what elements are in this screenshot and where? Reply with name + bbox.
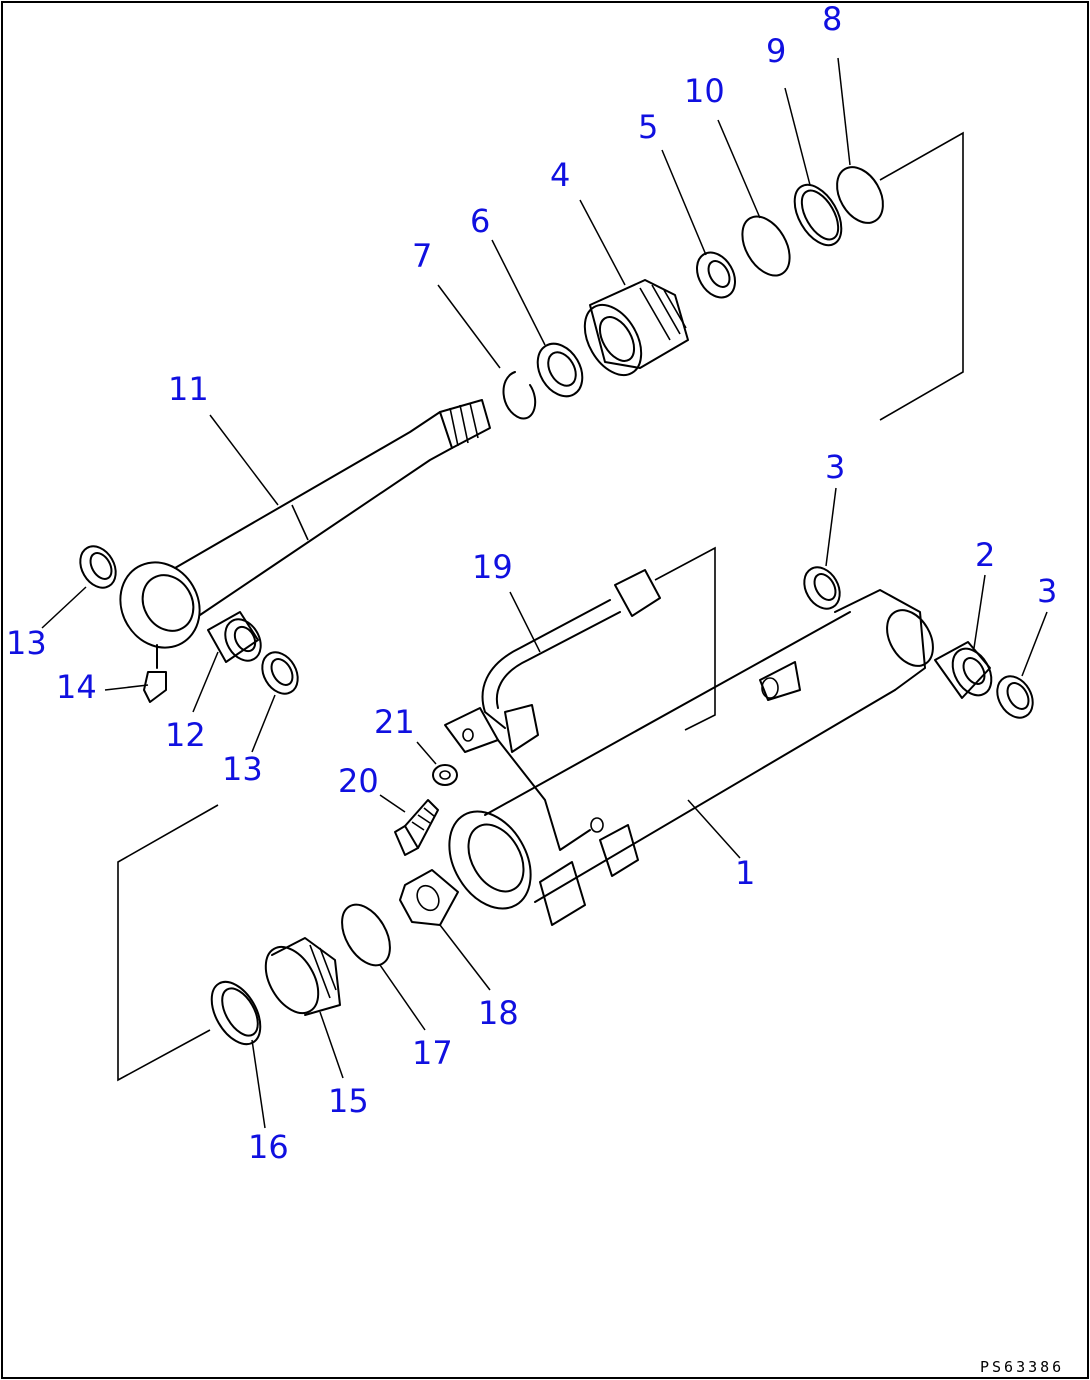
callout-20: 20 <box>338 762 379 800</box>
part-12-bushing <box>207 611 262 663</box>
callout-21: 21 <box>374 703 415 741</box>
callout-12: 12 <box>165 716 206 754</box>
callout-3a: 3 <box>825 448 845 486</box>
lower-bracket-frame <box>117 804 219 1082</box>
part-3-ring-b <box>996 675 1034 719</box>
part-2-bushing <box>934 641 993 699</box>
part-20-bolt <box>394 799 439 856</box>
part-13-ring-b <box>261 651 299 695</box>
part-13-ring-a <box>79 545 117 589</box>
part-4-piston <box>583 279 689 377</box>
callout-4: 4 <box>550 156 570 194</box>
callout-10: 10 <box>684 72 725 110</box>
callout-9: 9 <box>766 32 786 70</box>
callout-6: 6 <box>470 202 490 240</box>
part-11-piston-rod <box>119 399 491 649</box>
part-8-ring <box>836 166 884 224</box>
upper-bracket-frame <box>879 131 964 421</box>
part-7-snap-ring <box>502 371 537 420</box>
callout-19: 19 <box>472 548 513 586</box>
part-19-tube <box>444 569 661 851</box>
part-6-ring <box>536 342 584 398</box>
part-16-ring <box>210 980 262 1046</box>
callout-7: 7 <box>412 237 432 275</box>
part-14-grease-fitting <box>143 644 167 703</box>
callout-18: 18 <box>478 994 519 1032</box>
part-15-cylinder-head <box>264 937 341 1016</box>
part-17-ring <box>341 903 391 967</box>
callout-17: 17 <box>412 1034 453 1072</box>
middle-bracket-frame <box>654 546 716 731</box>
callout-2: 2 <box>975 536 995 574</box>
part-3-ring-a <box>803 566 841 610</box>
callout-3b: 3 <box>1037 572 1057 610</box>
callout-11: 11 <box>168 370 209 408</box>
callout-5: 5 <box>638 108 658 146</box>
callout-15: 15 <box>328 1082 369 1120</box>
drawing-code: PS63386 <box>980 1358 1064 1376</box>
callout-16: 16 <box>248 1128 289 1166</box>
part-1-cylinder-tube <box>448 589 934 926</box>
part-10-ring <box>741 215 791 277</box>
callout-1: 1 <box>735 854 755 892</box>
part-18-nut <box>399 869 459 926</box>
part-21-washer <box>432 764 458 786</box>
callout-13b: 13 <box>222 750 263 788</box>
part-5-nut <box>696 251 736 299</box>
leader-lines <box>41 57 1048 1129</box>
part-9-ring <box>793 183 843 247</box>
callout-14: 14 <box>56 668 97 706</box>
callout-8: 8 <box>822 0 842 38</box>
callout-13a: 13 <box>6 624 47 662</box>
